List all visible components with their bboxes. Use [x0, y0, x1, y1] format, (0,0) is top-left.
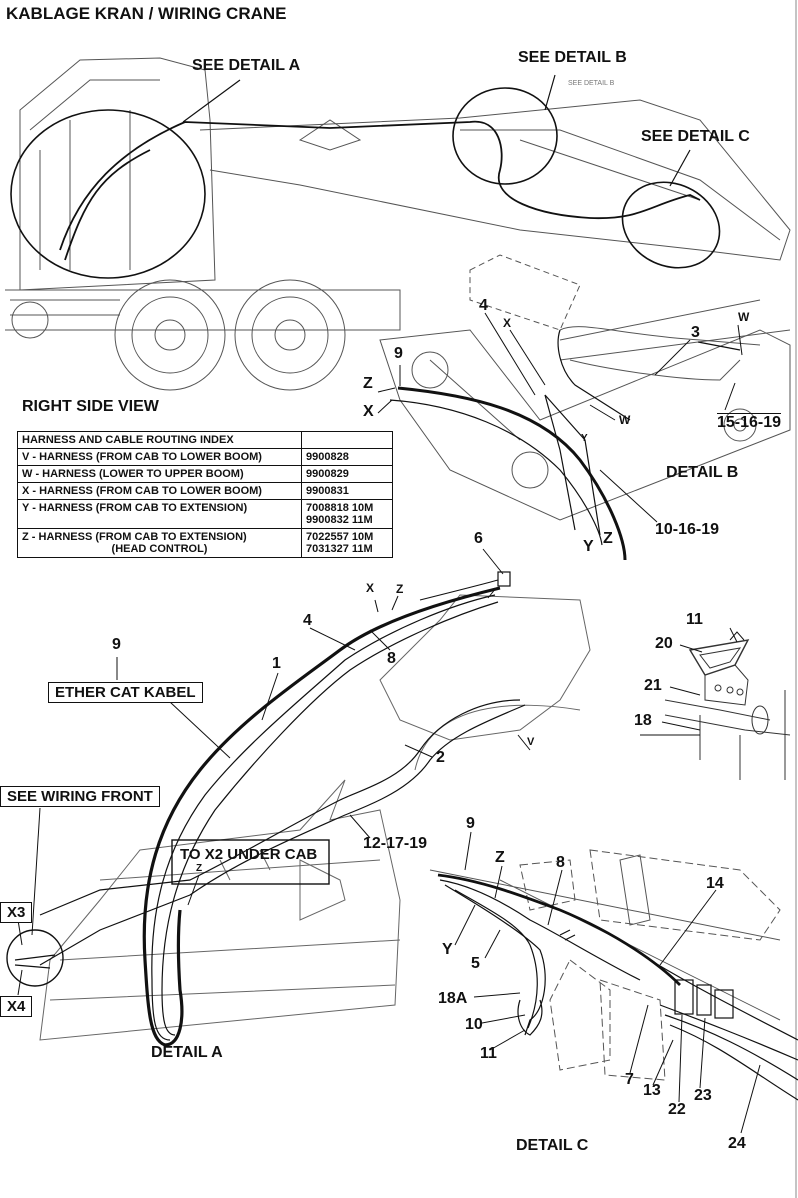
table-cell-desc: X - HARNESS (FROM CAB TO LOWER BOOM) — [17, 482, 302, 500]
callout-x-a: X — [366, 581, 375, 595]
callout-1-a: 1 — [272, 655, 281, 672]
table-cell-code-line: 7031327 11M — [306, 543, 373, 555]
detail-c-circle — [621, 181, 721, 269]
callout-24-c: 24 — [728, 1135, 746, 1152]
callout-9-b: 9 — [394, 345, 403, 362]
callout-20-bracket: 20 — [655, 635, 673, 652]
table-cell-desc: V - HARNESS (FROM CAB TO LOWER BOOM) — [17, 448, 302, 466]
ref-12-17-19: 12-17-19 — [363, 835, 428, 852]
detail-a-drawing — [39, 594, 591, 1041]
callout-4-a: 4 — [303, 612, 312, 629]
table-cell-desc-line: Z - HARNESS (FROM CAB TO EXTENSION) — [22, 531, 247, 543]
to-x2-under-cab-label: TO X2 UNDER CAB — [180, 846, 318, 863]
callout-y-c: Y — [442, 941, 453, 958]
table-cell-code: 7022557 10M 7031327 11M — [301, 528, 393, 558]
callout-22-c: 22 — [668, 1101, 686, 1118]
callout-18a-c: 18A — [438, 990, 468, 1007]
callout-8-c: 8 — [556, 854, 565, 871]
table-cell-code-line: 7022557 10M — [306, 531, 374, 543]
callout-x-b-small: X — [503, 316, 512, 330]
callout-9-c: 9 — [466, 815, 475, 832]
callout-23-c: 23 — [694, 1087, 712, 1104]
see-detail-b-label: SEE DETAIL B — [518, 49, 627, 66]
callout-z-b: Z — [363, 375, 373, 392]
callout-2-a: 2 — [436, 749, 445, 766]
callout-6-a: 6 — [474, 530, 483, 547]
table-cell-desc-line: (HEAD CONTROL) — [111, 543, 208, 555]
front-wiring-connector-circle — [6, 929, 64, 987]
table-row: W - HARNESS (LOWER TO UPPER BOOM) 990082… — [17, 465, 393, 483]
callout-11-c: 11 — [480, 1045, 497, 1062]
table-row: V - HARNESS (FROM CAB TO LOWER BOOM) 990… — [17, 448, 393, 466]
detail-a-circle — [10, 109, 206, 279]
faint-see-detail-b-note: SEE DETAIL B — [568, 80, 615, 87]
callout-v-a: V — [527, 736, 535, 748]
callout-z-b-bottom: Z — [603, 530, 613, 547]
callout-13-c: 13 — [643, 1082, 661, 1099]
ether-cat-cable — [142, 586, 501, 1047]
callout-z-a: Z — [396, 582, 404, 596]
detail-b-circle — [452, 87, 558, 185]
table-cell-desc: Y - HARNESS (FROM CAB TO EXTENSION) — [17, 499, 302, 529]
callout-7-c: 7 — [625, 1071, 634, 1088]
table-cell-desc: W - HARNESS (LOWER TO UPPER BOOM) — [17, 465, 302, 483]
callout-9-a: 9 — [112, 636, 121, 653]
callout-x-b: X — [363, 403, 374, 420]
callout-x3: X3 — [0, 902, 33, 923]
callout-w-b-top: W — [738, 310, 750, 324]
table-cell-code-line: 9900832 11M — [306, 514, 373, 526]
harness-routing-index-table: HARNESS AND CABLE ROUTING INDEX V - HARN… — [17, 431, 393, 558]
table-cell-code: 9900831 — [301, 482, 393, 500]
see-detail-a-label: SEE DETAIL A — [192, 57, 301, 74]
page-title: KABLAGE KRAN / WIRING CRANE — [6, 4, 287, 23]
table-cell-desc: Z - HARNESS (FROM CAB TO EXTENSION) (HEA… — [17, 528, 302, 558]
detail-a-label: DETAIL A — [151, 1044, 223, 1061]
ether-cat-kabel-label: ETHER CAT KABEL — [48, 682, 203, 703]
callout-3-b: 3 — [691, 324, 700, 341]
table-header-cell: HARNESS AND CABLE ROUTING INDEX — [17, 431, 302, 449]
table-row: X - HARNESS (FROM CAB TO LOWER BOOM) 990… — [17, 482, 393, 500]
callout-z-c: Z — [495, 849, 505, 866]
callout-4-b: 4 — [479, 297, 488, 314]
callout-5-c: 5 — [471, 955, 480, 972]
detail-b-label: DETAIL B — [666, 464, 739, 481]
table-cell-code: 9900829 — [301, 465, 393, 483]
table-header-row: HARNESS AND CABLE ROUTING INDEX — [17, 431, 393, 449]
callout-14-c: 14 — [706, 875, 724, 892]
ref-15-16-19: 15-16-19 — [717, 413, 782, 431]
table-header-empty-cell — [301, 431, 393, 449]
table-cell-code: 7008818 10M 9900832 11M — [301, 499, 393, 529]
callout-y-b-small: Y — [581, 433, 588, 444]
callout-8-a: 8 — [387, 650, 396, 667]
callout-w-b: W — [619, 413, 631, 427]
callout-10-c: 10 — [465, 1016, 483, 1033]
callout-21-bracket: 21 — [644, 677, 662, 694]
table-cell-code: 9900828 — [301, 448, 393, 466]
callout-y-b: Y — [583, 538, 594, 555]
detail-b-drawing — [379, 254, 791, 521]
right-side-view-label: RIGHT SIDE VIEW — [22, 398, 159, 415]
table-row: Y - HARNESS (FROM CAB TO EXTENSION) 7008… — [17, 499, 393, 529]
callout-11-bracket: 11 — [686, 611, 703, 628]
table-row: Z - HARNESS (FROM CAB TO EXTENSION) (HEA… — [17, 528, 393, 558]
see-wiring-front-label: SEE WIRING FRONT — [0, 786, 160, 807]
ref-10-16-19: 10-16-19 — [655, 521, 720, 538]
bracket-detail-drawing — [640, 627, 791, 780]
table-cell-code-line: 7008818 10M — [306, 502, 374, 514]
see-detail-c-label: SEE DETAIL C — [641, 128, 750, 145]
top-harness-route — [59, 120, 701, 251]
callout-x4: X4 — [0, 996, 33, 1017]
detail-c-label: DETAIL C — [516, 1137, 589, 1154]
callout-z-a-small: Z — [196, 863, 203, 874]
callout-18-bracket: 18 — [634, 712, 652, 729]
machine-right-side-view — [5, 57, 791, 391]
